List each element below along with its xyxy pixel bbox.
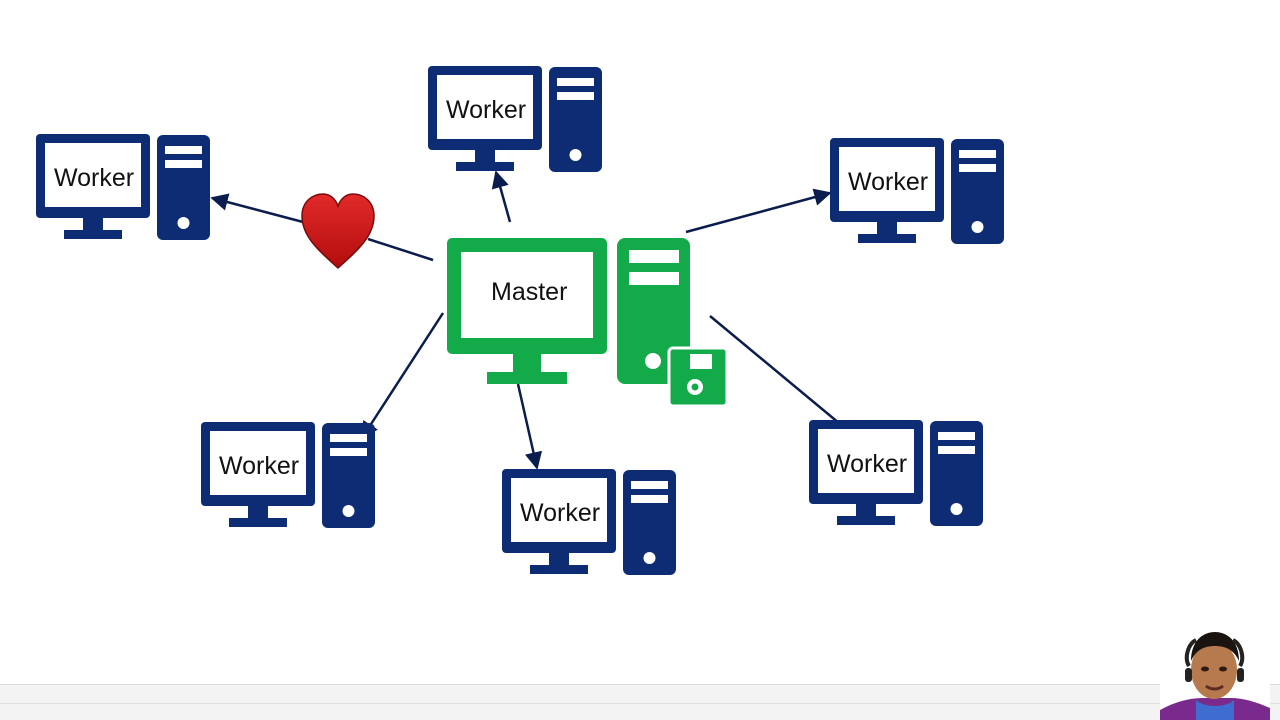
- tower-icon: [549, 67, 602, 172]
- worker-bottom-right: Worker: [809, 420, 983, 526]
- edge-to-worker-top: [491, 170, 512, 223]
- master-disk-icon: [667, 346, 729, 408]
- worker-label: Worker: [848, 168, 928, 196]
- edge-to-worker-bottom-left: [360, 312, 445, 440]
- monitor-icon: [830, 138, 944, 243]
- worker-bottom-center: Worker: [502, 469, 676, 575]
- worker-label: Worker: [54, 164, 134, 192]
- tower-icon: [951, 139, 1004, 244]
- edge-to-worker-bottom-center: [516, 383, 543, 470]
- worker-top-left: Worker: [36, 134, 210, 240]
- worker-label: Worker: [520, 499, 600, 527]
- worker-top-right: Worker: [830, 138, 1004, 244]
- edge-to-worker-bottom-right: [709, 315, 859, 440]
- tower-icon: [930, 421, 983, 526]
- edge-to-worker-top-left-b: [210, 193, 304, 224]
- monitor-icon: [201, 422, 315, 527]
- presenter-webcam-thumbnail: [1160, 628, 1270, 720]
- tower-icon: [623, 470, 676, 575]
- edges: [210, 170, 859, 470]
- edge-to-worker-top-left-a: [367, 237, 434, 262]
- tower-icon: [157, 135, 210, 240]
- worker-bottom-left: Worker: [201, 422, 375, 528]
- player-bottom-strip: [0, 684, 1280, 720]
- tower-icon: [322, 423, 375, 528]
- worker-label: Worker: [219, 452, 299, 480]
- worker-label: Worker: [446, 96, 526, 124]
- worker-top: Worker: [428, 66, 602, 172]
- master-node: Master: [447, 238, 729, 408]
- edge-to-worker-top-right: [685, 188, 832, 234]
- master-label: Master: [491, 278, 567, 306]
- monitor-icon: [502, 469, 616, 574]
- monitor-icon: [809, 420, 923, 525]
- master-monitor-icon: [447, 238, 607, 384]
- worker-label: Worker: [827, 450, 907, 478]
- monitor-icon: [36, 134, 150, 239]
- presenter-avatar-icon: [1160, 628, 1270, 720]
- heart-icon: [301, 193, 375, 270]
- monitor-icon: [428, 66, 542, 171]
- strip-divider: [0, 703, 1280, 704]
